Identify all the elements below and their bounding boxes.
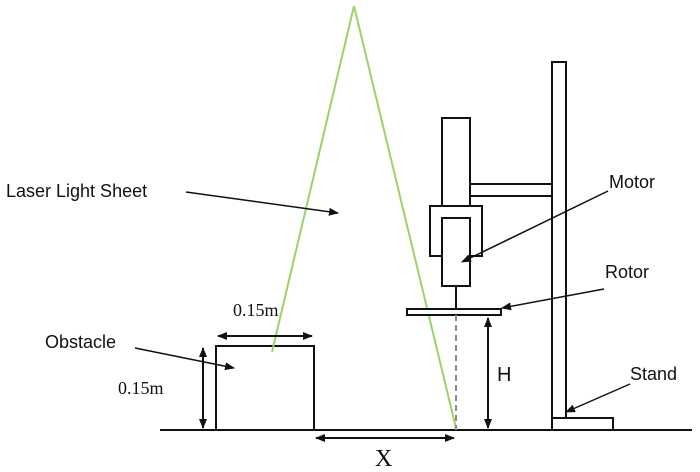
height-h-label: H bbox=[497, 364, 511, 386]
laser-edge-right bbox=[353, 5, 457, 429]
laser-edge-left bbox=[271, 5, 355, 353]
motor-label: Motor bbox=[609, 172, 655, 192]
motor-pointer-arrow bbox=[461, 190, 609, 263]
obstacle-pointer-arrow bbox=[134, 347, 235, 371]
laser-light-sheet-label: Laser Light Sheet bbox=[6, 181, 147, 201]
obstacle-height-label: 0.15m bbox=[118, 378, 164, 398]
rotor-disc bbox=[406, 308, 502, 316]
stand-arm bbox=[469, 183, 553, 197]
motor-inner-body bbox=[441, 217, 471, 287]
rotor-label: Rotor bbox=[605, 262, 649, 282]
laser-pointer-arrow bbox=[185, 191, 339, 216]
stand-pointer-arrow bbox=[565, 383, 631, 413]
obstacle-block bbox=[215, 345, 315, 431]
obstacle-label: Obstacle bbox=[45, 332, 116, 352]
stand-base bbox=[551, 417, 614, 431]
motor-upper-housing bbox=[441, 117, 471, 207]
obstacle-width-label: 0.15m bbox=[233, 300, 279, 320]
distance-x-label: X bbox=[375, 446, 392, 472]
stand-pole bbox=[551, 61, 567, 419]
stand-label: Stand bbox=[630, 364, 677, 384]
rotor-pointer-arrow bbox=[501, 288, 605, 311]
